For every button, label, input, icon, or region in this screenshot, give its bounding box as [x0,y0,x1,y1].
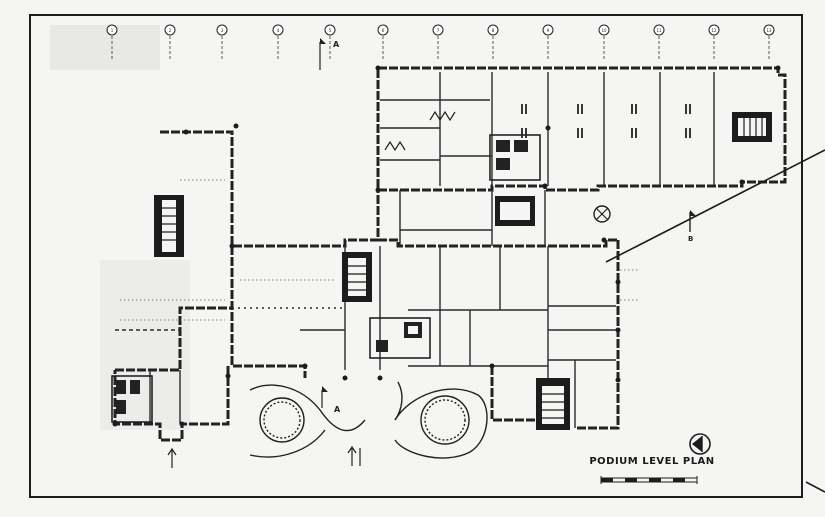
garden-planters [249,381,488,459]
grid-label: 6 [382,28,385,33]
grid-bubble: 3 [216,24,228,60]
grid-bubble: 10 [598,24,610,60]
grid-label: 4 [277,28,280,33]
fixture-marks [521,104,691,138]
drawing-border [29,14,803,498]
grid-bubble: 11 [653,24,665,60]
north-arrow-icon [689,433,711,455]
grid-label: 12 [711,28,717,33]
grid-bubble: 1 [106,24,118,60]
stair-blocks [154,112,772,430]
grid-bubble: 4 [272,24,284,60]
grid-label: 2 [169,28,172,33]
grid-bubble: 5 [324,24,336,60]
zigzag-marks [384,110,456,152]
grid-bubble: 9 [542,24,554,60]
section-marker-a-top: A [319,38,340,70]
grid-bubble: 13 [763,24,775,60]
lift-and-toilet-cores [111,134,541,423]
section-label-a: A [334,405,341,414]
grid-bubble: 2 [164,24,176,60]
furniture-dotted-lines [120,179,640,321]
leader-lines [605,149,825,493]
grid-label: 11 [656,28,662,33]
lobby-fixture [593,205,611,223]
grid-bubble: 7 [432,24,444,60]
smudge [50,25,160,70]
grid-bubble: 12 [708,24,720,60]
grid-label: 9 [547,28,550,33]
section-label-b: B [688,235,693,243]
section-marker-b: B [688,210,696,243]
grid-label: 13 [766,28,772,33]
grid-label: 5 [329,28,332,33]
plan-title-block: PODIUM LEVEL PLAN [582,456,722,467]
grid-label: 8 [492,28,495,33]
column-dots [112,65,781,427]
grid-bubble: 6 [377,24,389,60]
grid-bubble: 8 [487,24,499,60]
section-label-a: A [333,40,340,49]
grid-label: 3 [221,28,224,33]
grid-bubble-row: 1 2 3 4 5 6 7 8 9 10 11 12 13 [106,24,775,60]
plan-title: PODIUM LEVEL PLAN [589,456,715,467]
exterior-walls [113,66,787,442]
grid-label: 1 [111,28,114,33]
grid-label: 7 [437,28,440,33]
section-marker-a-bottom: A [321,386,341,414]
entry-arrows [167,445,361,468]
scale-bar [600,476,698,484]
grid-label: 10 [601,28,607,33]
